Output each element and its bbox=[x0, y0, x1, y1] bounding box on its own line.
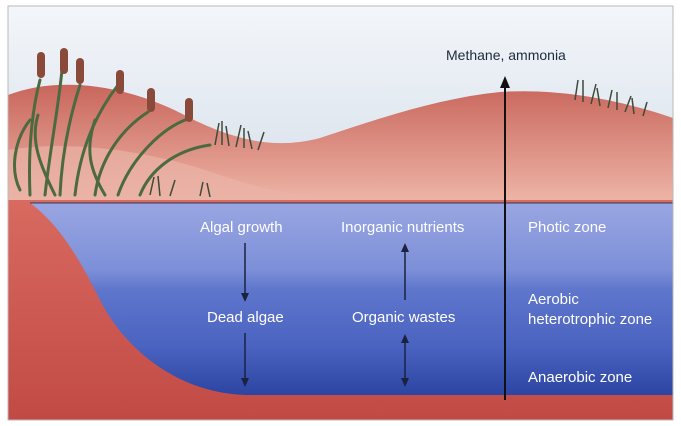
photic-zone-label: Photic zone bbox=[528, 219, 606, 237]
anaerobic-zone-label: Anaerobic zone bbox=[528, 369, 632, 387]
organic-wastes-label: Organic wastes bbox=[352, 309, 455, 327]
methane-ammonia-label: Methane, ammonia bbox=[446, 46, 566, 64]
aerobic-zone-label-line1: Aerobic bbox=[528, 291, 579, 309]
dead-algae-label: Dead algae bbox=[207, 309, 284, 327]
inorganic-nutrients-label: Inorganic nutrients bbox=[341, 219, 464, 237]
algal-growth-label: Algal growth bbox=[200, 219, 283, 237]
aerobic-zone-label-line2: heterotrophic zone bbox=[528, 311, 652, 329]
